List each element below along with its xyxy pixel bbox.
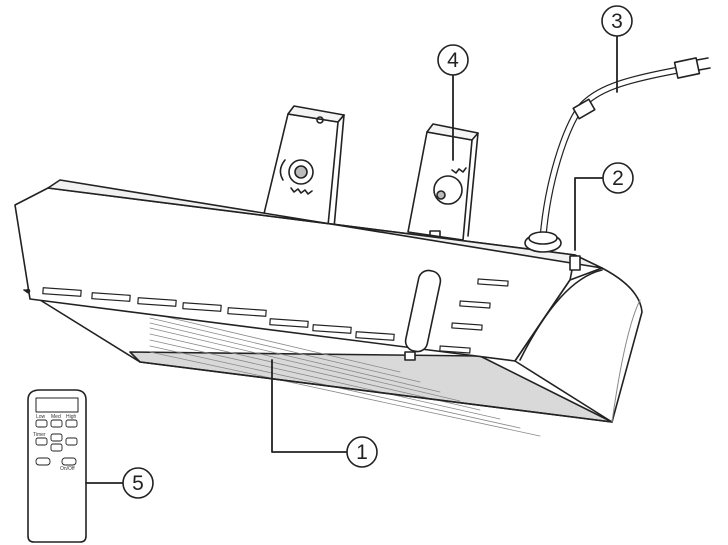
- leader-lines: [85, 35, 618, 484]
- svg-text:5: 5: [132, 472, 144, 495]
- power-switch: [569, 255, 581, 271]
- heating-element-grill: [149, 312, 541, 437]
- remote-onoff-label: On/Off: [60, 466, 75, 472]
- mounting-bracket-left: [261, 105, 345, 237]
- svg-text:1: 1: [356, 441, 368, 464]
- svg-text:4: 4: [447, 49, 459, 72]
- remote-timer-label: Timer: [33, 432, 46, 438]
- svg-text:2: 2: [612, 167, 624, 190]
- front-vent-slots: [42, 287, 395, 341]
- mounting-bracket-right: [407, 123, 479, 242]
- power-cord: [539, 57, 711, 241]
- remote-buttons: [35, 419, 78, 466]
- remote-display: [35, 397, 79, 413]
- remote-med-label: Med: [51, 414, 61, 420]
- heater-body: [14, 179, 643, 437]
- remote-low-label: Low: [36, 414, 46, 420]
- callout-2: 2: [602, 162, 634, 194]
- indicator-window: [404, 269, 442, 353]
- side-vent-slots: [439, 278, 509, 354]
- callout-5: 5: [122, 467, 154, 499]
- callout-3: 3: [601, 5, 633, 37]
- svg-text:3: 3: [611, 10, 623, 33]
- callout-1: 1: [346, 436, 378, 468]
- callout-4: 4: [437, 44, 469, 76]
- indicator-light: [404, 351, 416, 361]
- remote-high-label: High: [66, 414, 77, 420]
- remote-control: Low Med High Timer On/Off: [27, 389, 87, 543]
- plug-icon: [673, 57, 711, 79]
